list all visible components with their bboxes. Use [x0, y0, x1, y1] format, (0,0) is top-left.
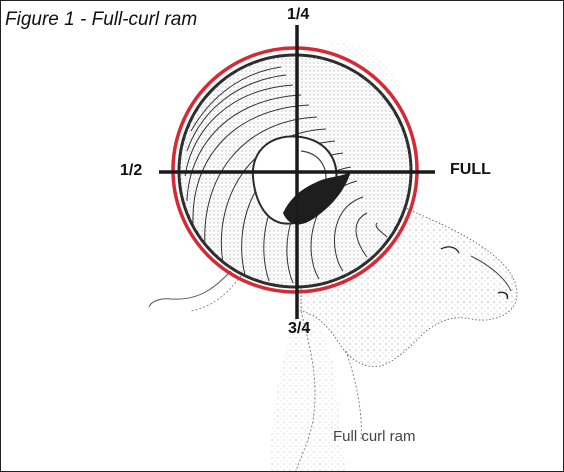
label-quarter-curl: 1/4 — [287, 6, 309, 24]
leg-sketch-2 — [191, 276, 241, 311]
ram-illustration-caption: Full curl ram — [333, 428, 416, 445]
label-half-curl: 1/2 — [120, 162, 142, 180]
label-full-curl: FULL — [450, 161, 491, 179]
label-three-quarter-curl: 3/4 — [288, 320, 310, 338]
figure-caption: Figure 1 - Full-curl ram — [5, 9, 197, 31]
leg-sketch — [149, 271, 231, 307]
